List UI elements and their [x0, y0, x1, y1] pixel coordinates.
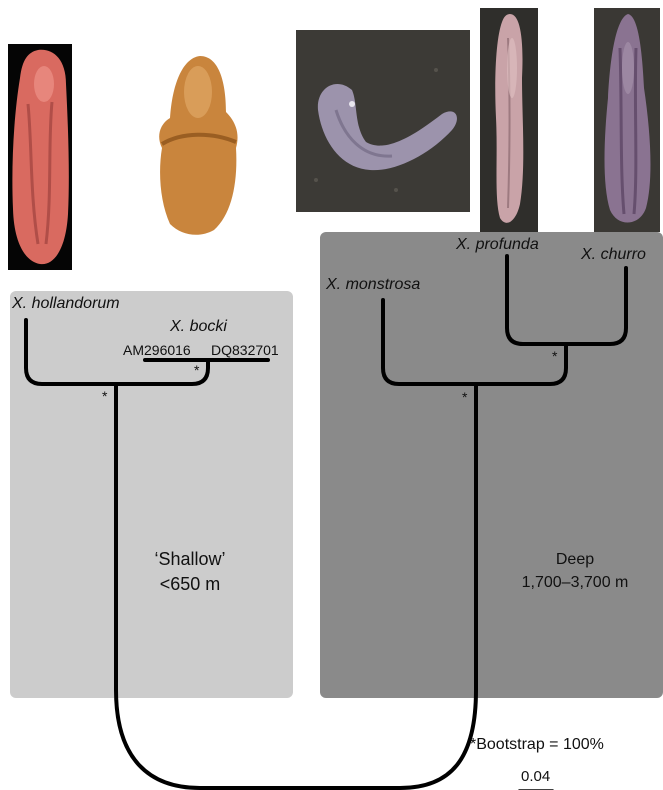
- specimen-photo-x-bocki: [152, 52, 244, 238]
- shallow-region-title: ‘Shallow’: [140, 549, 240, 570]
- sediment-speck: [394, 188, 398, 192]
- deep-region-depth: 1,700–3,700 m: [490, 574, 660, 592]
- deep-region-panel: [320, 232, 663, 698]
- taxon-label-x-profunda: X. profunda: [456, 236, 539, 254]
- accession-label-2: DQ832701: [211, 342, 279, 358]
- specimen-photo-x-hollandorum: [8, 44, 72, 270]
- support-marker-bocki-node: *: [194, 362, 199, 378]
- specimen-photo-x-monstrosa: [296, 30, 470, 212]
- worm-highlight: [184, 66, 212, 118]
- sediment-speck: [434, 68, 438, 72]
- bootstrap-footnote: *Bootstrap = 100%: [470, 736, 604, 754]
- support-marker-deep-node: *: [462, 389, 467, 405]
- worm-highlight: [34, 66, 54, 102]
- support-marker-shallow-node: *: [102, 388, 107, 404]
- sediment-speck: [314, 178, 318, 182]
- taxon-label-x-hollandorum: X. hollandorum: [12, 295, 120, 313]
- taxon-label-x-bocki: X. bocki: [170, 318, 227, 336]
- shallow-region-depth: <650 m: [140, 574, 240, 595]
- support-marker-deep-subclade-node: *: [552, 348, 557, 364]
- taxon-label-x-churro: X. churro: [581, 246, 646, 264]
- deep-region-title: Deep: [500, 551, 650, 569]
- specimen-photo-x-churro: [594, 8, 660, 232]
- accession-label-1: AM296016: [123, 342, 191, 358]
- worm-eyespot: [349, 101, 355, 107]
- specimen-photo-x-profunda: [480, 8, 538, 234]
- scale-bar-label: 0.04: [521, 768, 550, 785]
- worm-highlight: [622, 42, 634, 94]
- taxon-label-x-monstrosa: X. monstrosa: [326, 276, 420, 294]
- worm-highlight: [507, 38, 517, 98]
